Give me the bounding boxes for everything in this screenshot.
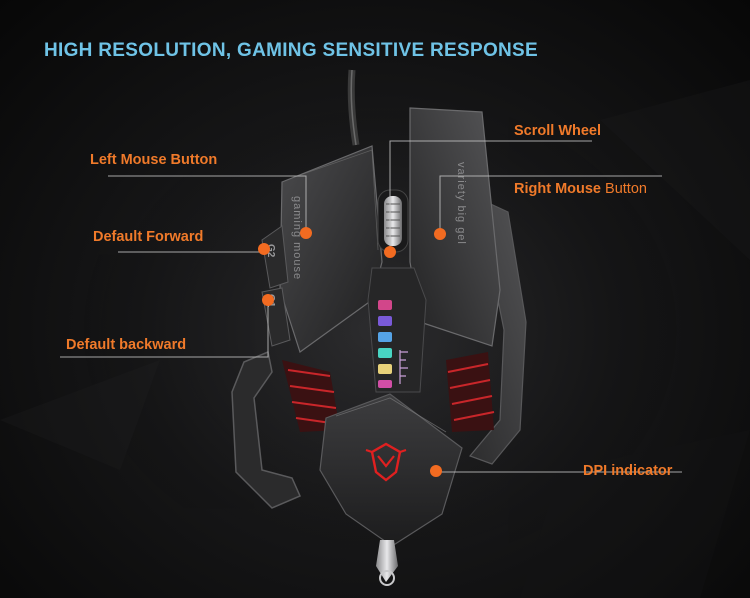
dot-dpi-indicator [430, 465, 442, 477]
callout-scroll-wheel: Scroll Wheel [514, 123, 602, 139]
callout-right-mouse-button-plain: Button [605, 181, 647, 197]
dot-default-forward [258, 243, 270, 255]
dot-right-mouse-button [434, 228, 446, 240]
right-button-print: variety big gel [455, 162, 467, 245]
scroll-wheel [377, 189, 409, 253]
leader-left-mouse-button [108, 175, 307, 232]
headline: HIGH RESOLUTION, GAMING SENSITIVE RESPON… [44, 40, 538, 61]
palm-rest [319, 393, 463, 547]
callout-right-mouse-button: Right Mouse Button [514, 181, 647, 197]
internal-red-detail [282, 352, 495, 432]
callout-dots [258, 227, 446, 477]
dot-scroll-wheel [384, 246, 396, 258]
dpi-led-strip [378, 300, 408, 388]
callout-left-mouse-button: Left Mouse Button [90, 152, 218, 168]
bottom-chrome-tip [376, 540, 398, 586]
callout-default-backward: Default backward [66, 337, 187, 353]
leader-scroll-wheel [389, 140, 592, 252]
leader-right-mouse-button [439, 175, 662, 234]
leader-default-backward [60, 300, 269, 358]
dot-default-backward [262, 294, 274, 306]
side-button-upper-label: G2 [265, 244, 276, 258]
left-button-print: gaming mouse [291, 196, 303, 280]
callout-right-mouse-button-bold: Right Mouse [514, 181, 601, 197]
center-spine [367, 267, 427, 393]
brand-logo [365, 442, 407, 482]
callout-leader-lines [60, 140, 682, 473]
callout-default-forward: Default Forward [93, 229, 204, 245]
dot-left-mouse-button [300, 227, 312, 239]
right-mouse-button-shell [409, 107, 501, 347]
left-side-frame [231, 350, 301, 509]
callout-dpi-indicator: DPI indicator [583, 463, 673, 479]
side-button-upper [261, 225, 289, 289]
